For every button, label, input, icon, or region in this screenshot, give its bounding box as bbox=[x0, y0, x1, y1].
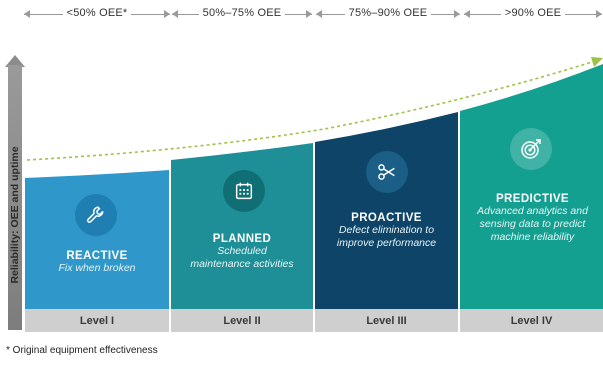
stage-title: PROACTIVE bbox=[351, 212, 422, 224]
stage-description-line: Fix when broken bbox=[58, 262, 136, 274]
level-1-label: Level I bbox=[25, 309, 169, 332]
range-label: 75%–90% OEE bbox=[344, 7, 432, 19]
stage-description-line: Defect elimination to bbox=[338, 224, 435, 236]
stage-description-line: maintenance activities bbox=[190, 258, 294, 270]
y-axis: Reliability: OEE and uptime bbox=[5, 55, 25, 330]
range-label: >90% OEE bbox=[500, 7, 566, 19]
wrench-icon bbox=[75, 194, 117, 236]
stage-description-line: Scheduled bbox=[217, 245, 267, 257]
stage-description-line: improve performance bbox=[336, 237, 437, 249]
stage-title: REACTIVE bbox=[66, 250, 128, 262]
stage-panel-predictive bbox=[460, 64, 603, 309]
level-2-label: Level II bbox=[171, 309, 313, 332]
y-axis-bar bbox=[8, 65, 22, 330]
range-arrow-2: 50%–75% OEE bbox=[172, 6, 312, 24]
stage-description-line: Advanced analytics and bbox=[477, 205, 588, 217]
range-label: <50% OEE* bbox=[62, 7, 132, 19]
stage-description-line: sensing data to predict bbox=[479, 218, 586, 230]
stage-panel-reactive bbox=[25, 170, 169, 309]
stage-panel-proactive bbox=[315, 112, 458, 309]
level-3-label: Level III bbox=[315, 309, 458, 332]
calendar-icon bbox=[223, 170, 265, 212]
range-arrow-1: <50% OEE* bbox=[24, 6, 170, 24]
range-label: 50%–75% OEE bbox=[198, 7, 286, 19]
stage-reactive-text: REACTIVE Fix when broken bbox=[25, 250, 169, 275]
y-axis-arrowhead bbox=[5, 55, 25, 67]
growth-curve-arrowhead bbox=[591, 57, 603, 67]
target-icon bbox=[510, 128, 552, 170]
scissors-icon bbox=[366, 151, 408, 193]
stage-panel-planned bbox=[171, 143, 313, 309]
stage-planned-text: PLANNED Scheduled maintenance activities bbox=[171, 233, 313, 271]
stage-title: PREDICTIVE bbox=[495, 193, 569, 205]
range-arrow-3: 75%–90% OEE bbox=[316, 6, 460, 24]
range-arrow-4: >90% OEE bbox=[464, 6, 602, 24]
level-4-label: Level IV bbox=[460, 309, 603, 332]
footnote: * Original equipment effectiveness bbox=[6, 345, 158, 356]
stage-title: PLANNED bbox=[212, 233, 272, 245]
stage-description-line: machine reliability bbox=[490, 231, 575, 243]
stage-predictive-text: PREDICTIVE Advanced analytics and sensin… bbox=[462, 193, 603, 244]
oee-range-row: <50% OEE* 50%–75% OEE 75%–90% OEE >90% O… bbox=[24, 6, 602, 24]
stage-proactive-text: PROACTIVE Defect elimination to improve … bbox=[315, 212, 458, 250]
